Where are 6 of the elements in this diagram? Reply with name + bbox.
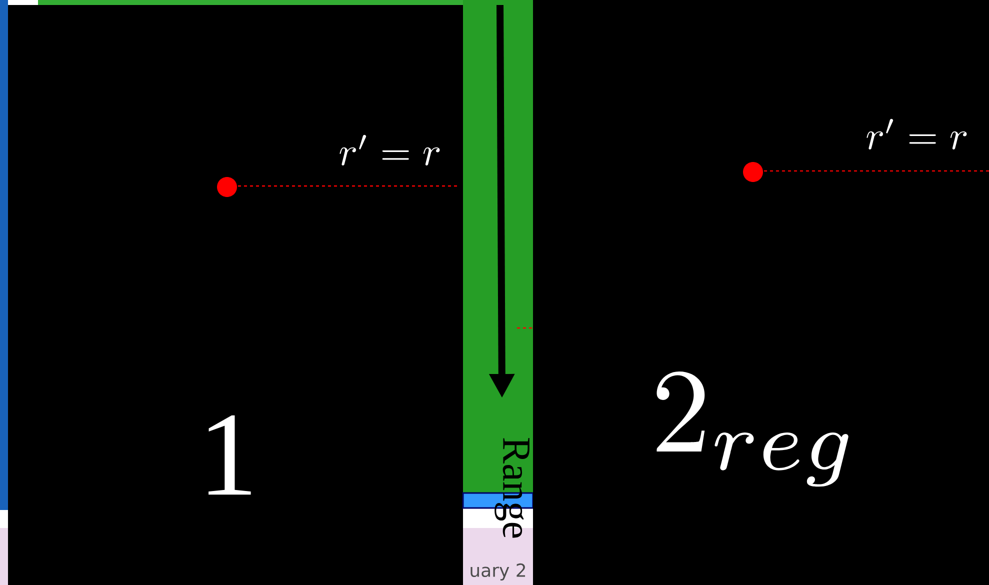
formula-label: $r' = r$ [340, 134, 440, 166]
date-text: uary 2 [470, 563, 526, 581]
axis-label: Range [494, 438, 530, 538]
panel-number: $2_{reg}$ [656, 372, 848, 487]
panel-number: 1 [208, 415, 251, 495]
formula-label: $r' = r$ [866, 118, 967, 150]
